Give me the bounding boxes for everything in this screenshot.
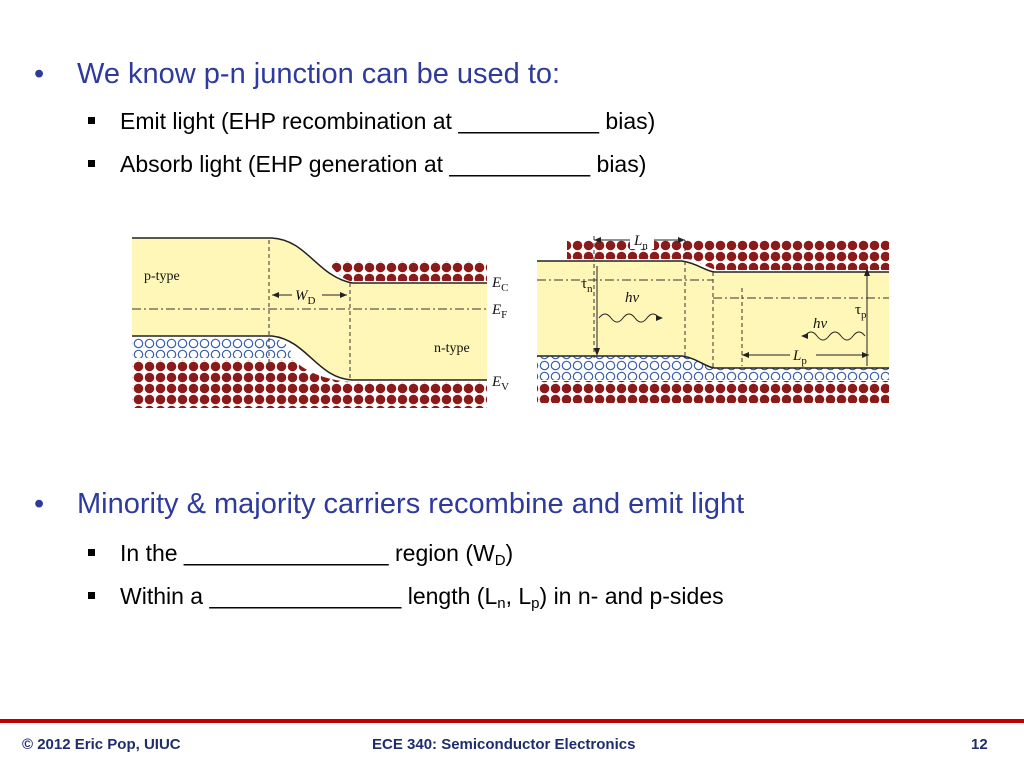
band-diagram-left-svg: p-type n-type WD EC EF EV xyxy=(132,237,509,408)
p-type-label: p-type xyxy=(144,269,180,284)
photon-wave-left xyxy=(598,313,660,323)
valence-band-edge xyxy=(132,335,487,381)
conduction-band-edge xyxy=(132,237,487,284)
valence-electrons xyxy=(537,381,889,403)
valence-electrons xyxy=(132,360,487,408)
footer-course-title: ECE 340: Semiconductor Electronics xyxy=(372,736,636,753)
ec-label: EC xyxy=(491,275,509,294)
wd-arrowhead-right xyxy=(340,292,347,298)
bullet-dot: • xyxy=(34,58,45,90)
ln-label: Ln xyxy=(633,233,648,252)
band-diagram-right-svg: Ln Lp τn τp hν hν xyxy=(537,231,889,403)
bullet-dot: • xyxy=(34,488,45,520)
ef-label: EF xyxy=(491,302,507,321)
hv-label-left: hν xyxy=(625,290,640,306)
sub-bullet-emit-text: Emit light (EHP recombination at _______… xyxy=(120,108,656,134)
bullet-1-text: We know p-n junction can be used to: xyxy=(77,58,561,90)
hv-label-right: hν xyxy=(813,316,828,332)
square-bullet-icon xyxy=(88,160,95,167)
square-bullet-icon xyxy=(88,592,95,599)
footer-divider xyxy=(0,719,1024,723)
p-side-holes xyxy=(132,338,294,358)
square-bullet-icon xyxy=(88,549,95,556)
band-diagram-left: p-type n-type WD EC EF EV xyxy=(132,228,512,413)
lp-label: Lp xyxy=(792,348,807,367)
sub-bullet-region-text: In the ________________ region (WD) xyxy=(120,540,514,569)
bullet-2-text: Minority & majority carriers recombine a… xyxy=(77,488,745,520)
tau-p-label: τp xyxy=(855,302,867,321)
band-diagram-right: Ln Lp τn τp hν hν xyxy=(537,228,892,413)
wd-arrowhead-left xyxy=(272,292,279,298)
wd-label: WD xyxy=(295,288,316,307)
sub-bullet-absorb-text: Absorb light (EHP generation at ________… xyxy=(120,151,647,177)
photon-wave-right xyxy=(804,331,866,341)
square-bullet-icon xyxy=(88,117,95,124)
conduction-band-edge xyxy=(537,260,889,273)
valence-band-edge xyxy=(537,355,889,369)
tau-n-label: τn xyxy=(581,276,593,295)
ev-label: EV xyxy=(491,374,509,393)
sub-bullet-length-text: Within a _______________ length (Ln, Lp)… xyxy=(120,583,724,612)
n-side-electrons xyxy=(327,261,487,281)
footer-page-number: 12 xyxy=(971,736,988,753)
n-type-label: n-type xyxy=(434,341,470,356)
footer-copyright: © 2012 Eric Pop, UIUC xyxy=(22,736,181,753)
